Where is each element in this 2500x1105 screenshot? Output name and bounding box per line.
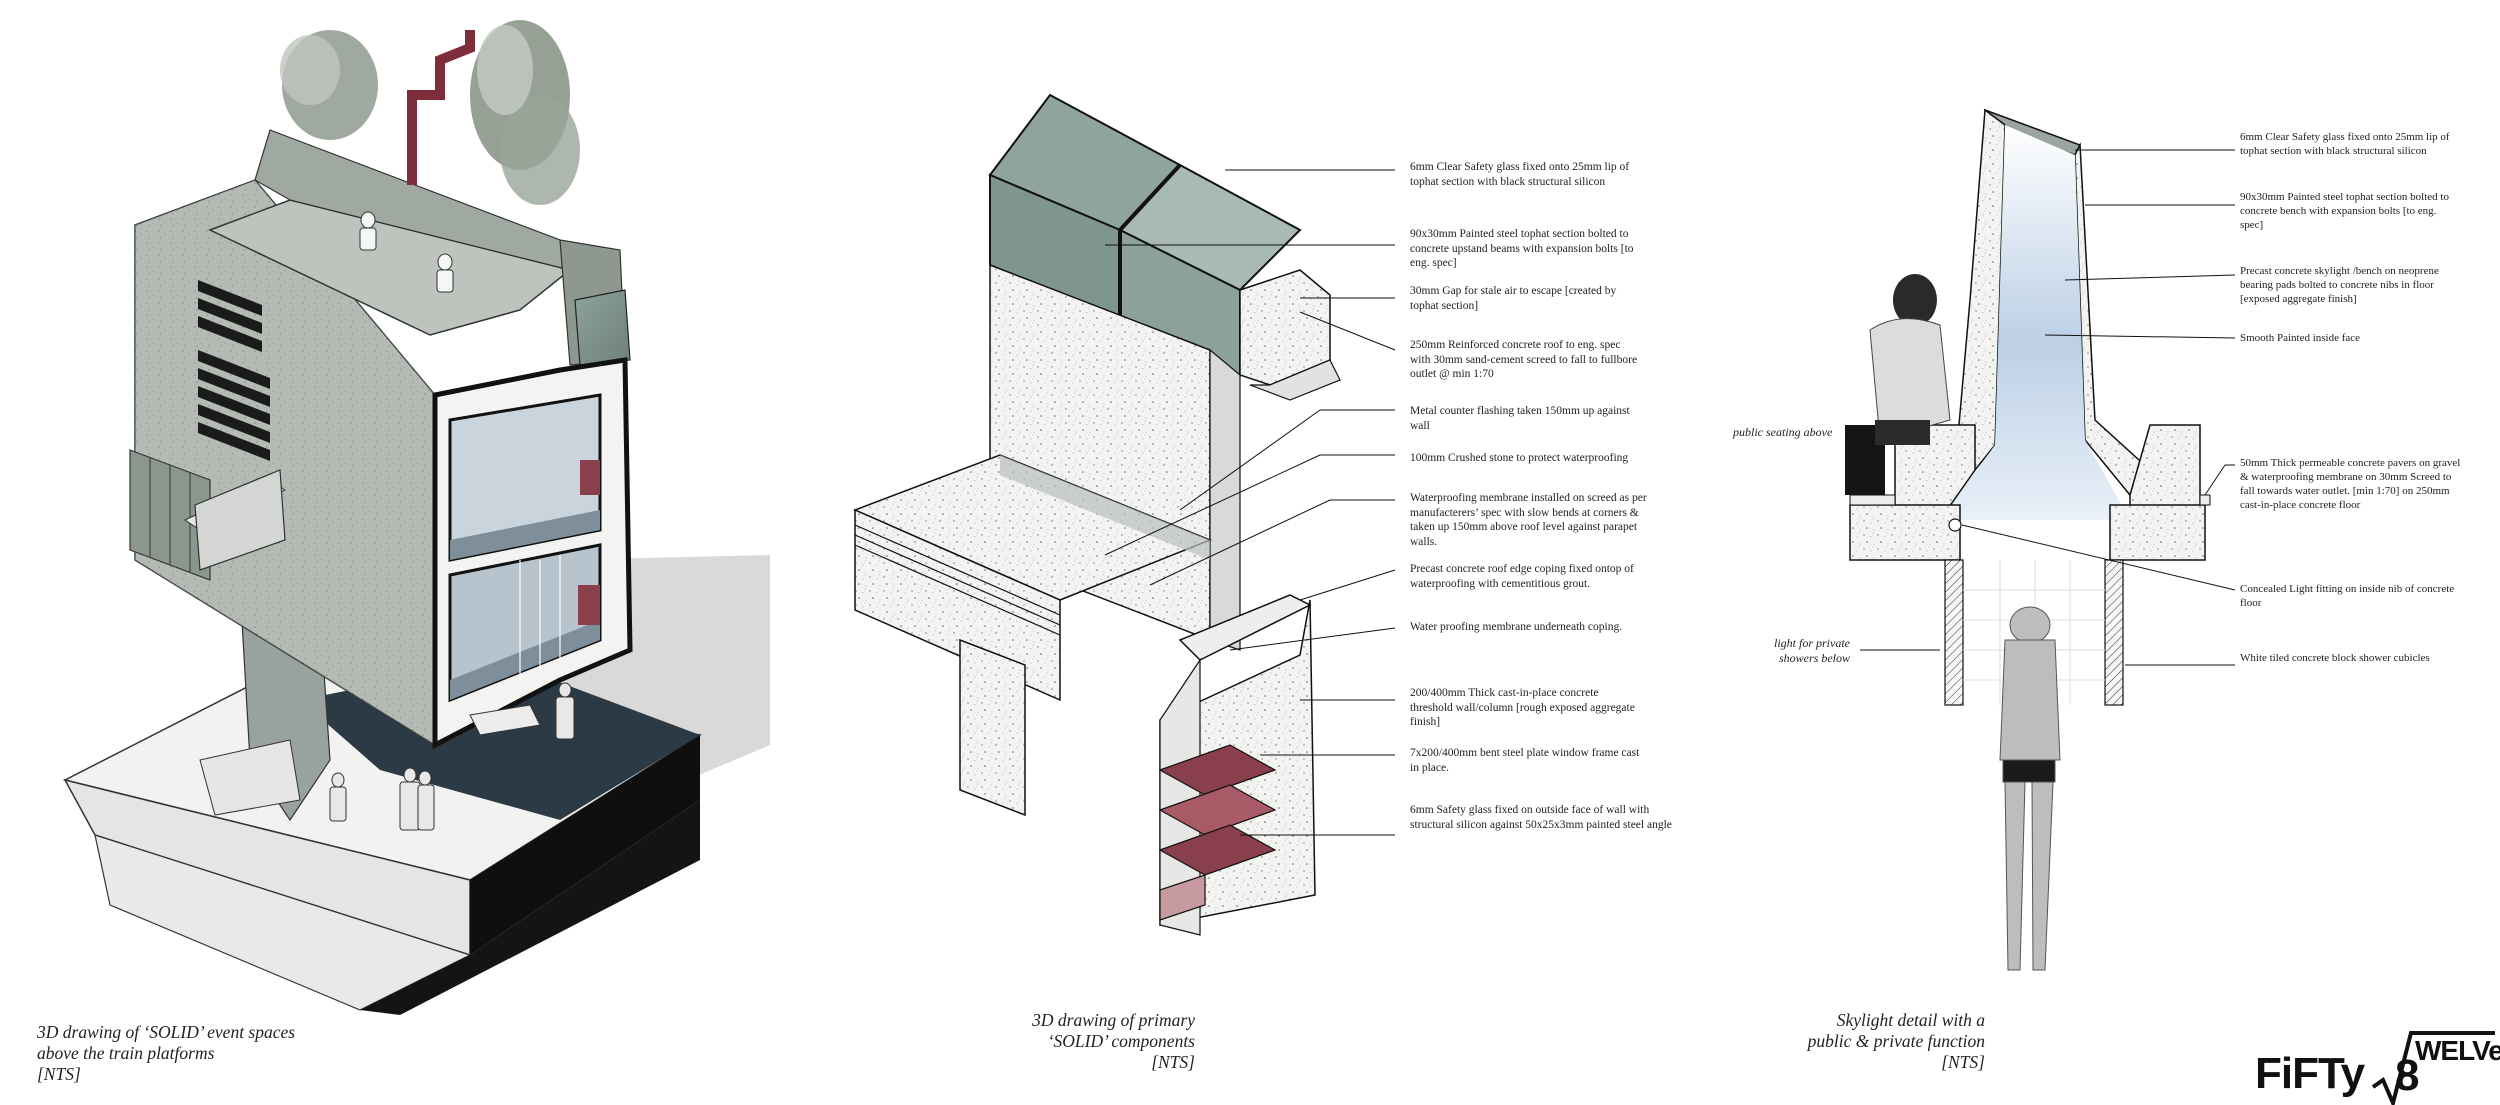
panel2-caption-line-3: [NTS] <box>1151 1052 1195 1072</box>
panel3-leaders <box>1845 149 2236 666</box>
panel3-skylight-section <box>1845 108 2236 971</box>
private-showers-label-line-2: showers below <box>1778 651 1850 665</box>
panel2-note-7: Waterproofing membrane installed on scre… <box>1410 492 1647 548</box>
lower-room-floor <box>450 620 600 700</box>
panel1-caption-line-2: above the train platforms <box>37 1043 215 1063</box>
logo-right-text: WELVe <box>2415 1035 2500 1066</box>
window-frame-plates <box>1158 744 1277 921</box>
roof-glazing <box>574 289 631 366</box>
shower-wall-right <box>2104 559 2124 706</box>
panel3-caption: Skylight detail with a public & private … <box>1770 1010 1985 1073</box>
panel3-note-1: 6mm Clear Safety glass fixed onto 25mm l… <box>2240 131 2450 157</box>
panel3-caption-line-1: Skylight detail with a <box>1836 1010 1985 1030</box>
platform-lower-dark <box>360 800 700 1015</box>
floor-slab-right <box>2109 504 2206 561</box>
slab-layer-lines <box>854 524 1061 636</box>
rooftop-trees <box>280 20 580 205</box>
support-column <box>959 638 1026 817</box>
panel2-caption: 3D drawing of primary ‘SOLID’ components… <box>975 1010 1195 1073</box>
column-plinth <box>199 739 301 816</box>
panel1-caption-line-3: [NTS] <box>37 1064 81 1084</box>
panel2-note-10: 200/400mm Thick cast-in-place concrete t… <box>1410 687 1635 728</box>
panel2-components-drawing <box>853 93 1396 936</box>
skylight-bench-base <box>1894 424 1976 521</box>
panel3-caption-line-2: public & private function <box>1807 1031 1985 1051</box>
panel3-note-4: Smooth Painted inside face <box>2240 332 2361 344</box>
panel1-caption-line-1: 3D drawing of ‘SOLID’ event spaces <box>37 1022 296 1042</box>
panel2-note-12: 6mm Safety glass fixed on outside face o… <box>1410 804 1672 831</box>
cantilever-block <box>194 469 286 571</box>
panel3-note-5: 50mm Thick permeable concrete pavers on … <box>2240 457 2461 511</box>
logo-left-text: FiFTy <box>2255 1049 2365 1098</box>
logo-digit: 8 <box>2395 1051 2420 1100</box>
panel3-caption-line-3: [NTS] <box>1941 1052 1985 1072</box>
roof-deck <box>208 199 572 336</box>
fifty8twelve-logo: FiFTy 8 WELVe <box>2255 1025 2500 1105</box>
panel2-note-9: Water proofing membrane underneath copin… <box>1410 621 1623 633</box>
panel2-note-11: 7x200/400mm bent steel plate window fram… <box>1410 747 1640 774</box>
roof-upstand <box>254 129 571 271</box>
panel3-note-7: White tiled concrete block shower cubicl… <box>2240 652 2430 664</box>
panel2-leaders <box>1104 169 1396 836</box>
panel2-note-1: 6mm Clear Safety glass fixed onto 25mm l… <box>1410 161 1630 188</box>
panel2-caption-line-1: 3D drawing of primary <box>1032 1010 1195 1030</box>
panel3-note-6: Concealed Light fitting on inside nib of… <box>2240 583 2455 609</box>
panel2-note-3: 30mm Gap for stale air to escape [create… <box>1410 285 1617 312</box>
panel2-note-6: 100mm Crushed stone to protect waterproo… <box>1410 452 1629 464</box>
panel2-caption-line-2: ‘SOLID’ components <box>1047 1031 1195 1051</box>
shower-wall-left <box>1944 559 1964 706</box>
panel1-caption: 3D drawing of ‘SOLID’ event spaces above… <box>37 1022 295 1085</box>
panel2-note-5: Metal counter flashing taken 150mm up ag… <box>1410 405 1630 432</box>
upper-room-floor <box>450 510 600 560</box>
roof-slab-dark-strip <box>1000 455 1210 560</box>
parapet-wall-edge <box>1209 348 1241 651</box>
panel2-note-4: 250mm Reinforced concrete roof to eng. s… <box>1410 339 1638 380</box>
paver-layer-left <box>1849 494 1896 506</box>
floor-slab-left <box>1849 504 1961 561</box>
interior-accent-2 <box>578 585 600 625</box>
public-seating-label: public seating above <box>1733 425 1833 439</box>
private-showers-label-line-1: light for private <box>1774 636 1850 650</box>
panel2-note-2: 90x30mm Painted steel tophat section bol… <box>1410 228 1634 269</box>
flue-pipe <box>407 30 475 185</box>
panel3-note-3: Precast concrete skylight /bench on neop… <box>2240 265 2439 305</box>
ground-people <box>329 682 575 831</box>
panel3-note-2: 90x30mm Painted steel tophat section bol… <box>2240 191 2449 231</box>
roof-people <box>359 211 454 293</box>
panel1-building-drawing <box>62 20 770 1015</box>
panel2-note-8: Precast concrete roof edge coping fixed … <box>1410 563 1634 590</box>
skylight-light-shaft <box>1940 125 2130 520</box>
seated-figure <box>1845 274 1951 495</box>
concealed-light <box>1948 518 1962 532</box>
upstand-beam-side <box>1249 359 1341 401</box>
private-showers-label: light for private showers below <box>1760 636 1850 666</box>
logo-radical-mark <box>2371 1031 2495 1105</box>
standing-figure <box>1999 606 2061 971</box>
platform-side-face <box>470 735 700 955</box>
interior-accent-1 <box>580 460 600 495</box>
paver-layer-right <box>2199 494 2211 506</box>
louvre-slots <box>198 280 270 461</box>
ground-bench <box>469 704 541 736</box>
